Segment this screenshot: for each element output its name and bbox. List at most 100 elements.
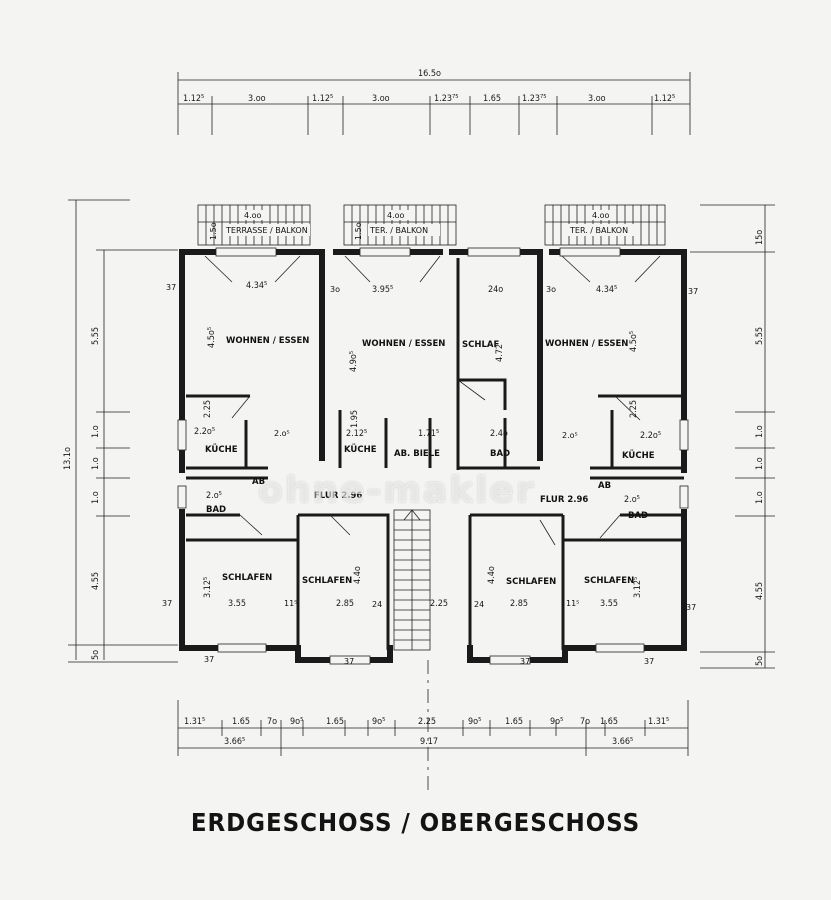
room-abstell: AB. BIELE <box>394 449 440 459</box>
dim-bottom-2: 1.65 <box>232 717 250 727</box>
room-schlafen-1-h: 3.12⁵ <box>203 577 213 598</box>
room-kueche-left: KÜCHE <box>205 444 238 455</box>
dim-bottom-group-1: 3.66⁵ <box>224 737 245 747</box>
dim-right-1: 15o <box>755 230 765 245</box>
dim-bottom-group-3: 3.66⁵ <box>612 737 633 747</box>
room-schlafen-4-w: 3.55 <box>600 599 618 609</box>
dim-left-3: 1.o <box>91 457 101 470</box>
room-bad-right-w: 2.o⁵ <box>624 495 640 505</box>
windows <box>177 247 689 665</box>
top-dimension-chain: 16.5o 1.12⁵ 3.oo 1.12⁵ 3.oo 1.23⁷⁵ 1.65 … <box>177 69 691 135</box>
wall-label-30-a: 3o <box>330 285 340 294</box>
room-kueche-left-h: 2.25 <box>203 400 213 418</box>
dim-bottom-4: 9o⁵ <box>290 717 303 727</box>
balcony-2-width: 4.oo <box>387 211 405 220</box>
dim-left-total: 13.1o <box>63 447 73 470</box>
door-swings <box>204 255 661 546</box>
wall-label-37-e: 37 <box>204 655 214 664</box>
dim-top-9: 1.12⁵ <box>654 94 675 104</box>
wall-label-37-a: 37 <box>166 283 176 292</box>
dim-left-2: 1.o <box>91 425 101 438</box>
room-schlafen-3-h: 4.4o <box>487 566 497 584</box>
right-dimension-chain: 15o 5.55 1.o 1.o 1.o 4.55 5o <box>690 204 775 669</box>
room-kueche-right-w: 2.2o⁵ <box>640 431 661 441</box>
dim-bottom-7: 2.25 <box>418 717 436 727</box>
balcony-1-depth: 1.5o <box>209 222 218 240</box>
room-schlaf-mid-w: 24o <box>488 285 503 295</box>
room-kueche-left-w: 2.2o⁵ <box>194 427 215 437</box>
bottom-dimension-chain: 1.31⁵ 1.65 7o 9o⁵ 1.65 9o⁵ 2.25 9o⁵ 1.65… <box>177 700 689 756</box>
room-wohnen-right-w: 4.34⁵ <box>596 285 617 295</box>
dim-right-5: 1.o <box>755 491 765 504</box>
dim-top-8: 3.oo <box>588 94 606 104</box>
dim-right-7: 5o <box>755 656 765 666</box>
dim-bottom-3: 7o <box>267 717 277 727</box>
room-kueche-right-h: 2.25 <box>629 400 639 418</box>
room-labels: WOHNEN / ESSEN 4.34⁵ 4.5o⁵ WOHNEN / ESSE… <box>162 281 698 666</box>
dim-bottom-13: 1.31⁵ <box>648 717 669 727</box>
balconies: TERRASSE / BALKON TER. / BALKON TER. / B… <box>197 204 666 246</box>
room-wohnen-mid-w: 3.95⁵ <box>372 285 393 295</box>
wall-label-37-c: 37 <box>162 599 172 608</box>
watermark: ohne-makler <box>258 470 536 511</box>
dim-top-6: 1.65 <box>483 94 501 104</box>
dim-top-1: 1.12⁵ <box>183 94 204 104</box>
dim-left-4: 1.o <box>91 491 101 504</box>
dim-top-3: 1.12⁵ <box>312 94 333 104</box>
wall-label-37-d: 37 <box>686 603 696 612</box>
balcony-3-width: 4.oo <box>592 211 610 220</box>
wall-label-2o-a: 2.o⁵ <box>274 429 290 438</box>
room-bad-mid: BAD <box>490 449 510 459</box>
dim-bottom-11: 7o <box>580 717 590 727</box>
dim-right-2: 5.55 <box>755 327 765 345</box>
room-wohnen-mid-h: 4.9o⁵ <box>349 351 359 372</box>
dim-top-2: 3.oo <box>248 94 266 104</box>
room-schlafen-3-w: 2.85 <box>510 599 528 609</box>
dim-right-6: 4.55 <box>755 582 765 600</box>
room-schlafen-2-h: 4.4o <box>353 566 363 584</box>
room-wohnen-left: WOHNEN / ESSEN <box>226 336 309 346</box>
balcony-2-depth: 1.5o <box>354 222 363 240</box>
wall-label-24-b: 24 <box>474 600 484 609</box>
balcony-2-label: TER. / BALKON <box>369 226 428 235</box>
room-wohnen-left-w: 4.34⁵ <box>246 281 267 291</box>
dim-bottom-9: 1.65 <box>505 717 523 727</box>
room-kueche-right: KÜCHE <box>622 450 655 461</box>
room-ab-left: AB <box>252 477 265 487</box>
left-dimension-chain: 13.1o 5.55 1.o 1.o 1.o 4.55 5o <box>63 199 178 663</box>
balcony-1-width: 4.oo <box>244 211 262 220</box>
room-kueche-mid-h: 1.95 <box>350 410 360 428</box>
room-schlafen-3: SCHLAFEN <box>506 577 556 587</box>
room-schlafen-2-w: 2.85 <box>336 599 354 609</box>
room-schlafen-1-w: 3.55 <box>228 599 246 609</box>
dim-top-total: 16.5o <box>418 69 441 79</box>
dim-right-4: 1.o <box>755 457 765 470</box>
dim-top-5: 1.23⁷⁵ <box>434 94 459 104</box>
dim-bottom-group-2: 9.17 <box>420 737 438 747</box>
wall-label-2o-b: 2.o⁵ <box>562 431 578 440</box>
room-abstell-w: 1.71⁵ <box>418 429 439 439</box>
dim-top-4: 3.oo <box>372 94 390 104</box>
plan-title: ERDGESCHOSS / OBERGESCHOSS <box>190 808 641 837</box>
staircase <box>393 509 431 651</box>
dim-top-7: 1.23⁷⁵ <box>522 94 547 104</box>
room-bad-left-w: 2.o⁵ <box>206 491 222 501</box>
balcony-3-label: TER. / BALKON <box>569 226 628 235</box>
room-bad-left: BAD <box>206 505 226 515</box>
dim-bottom-6: 9o⁵ <box>372 717 385 727</box>
room-bad-right: BAD <box>628 511 648 521</box>
room-kueche-mid-w: 2.12⁵ <box>346 429 367 439</box>
dim-bottom-5: 1.65 <box>326 717 344 727</box>
room-schlafen-4-h: 3.12⁵ <box>633 577 643 598</box>
room-wohnen-left-h: 4.5o⁵ <box>207 327 217 348</box>
room-schlaf-mid-h: 4.72 <box>495 344 505 362</box>
wall-label-30-b: 3o <box>546 285 556 294</box>
wall-label-24-a: 24 <box>372 600 382 609</box>
dim-bottom-12: 1.65 <box>600 717 618 727</box>
dim-bottom-10: 9o⁵ <box>550 717 563 727</box>
room-wohnen-right: WOHNEN / ESSEN <box>545 339 628 349</box>
wall-label-37-g: 37 <box>344 657 354 666</box>
room-ab-right: AB <box>598 481 611 491</box>
dim-bottom-8: 9o⁵ <box>468 717 481 727</box>
